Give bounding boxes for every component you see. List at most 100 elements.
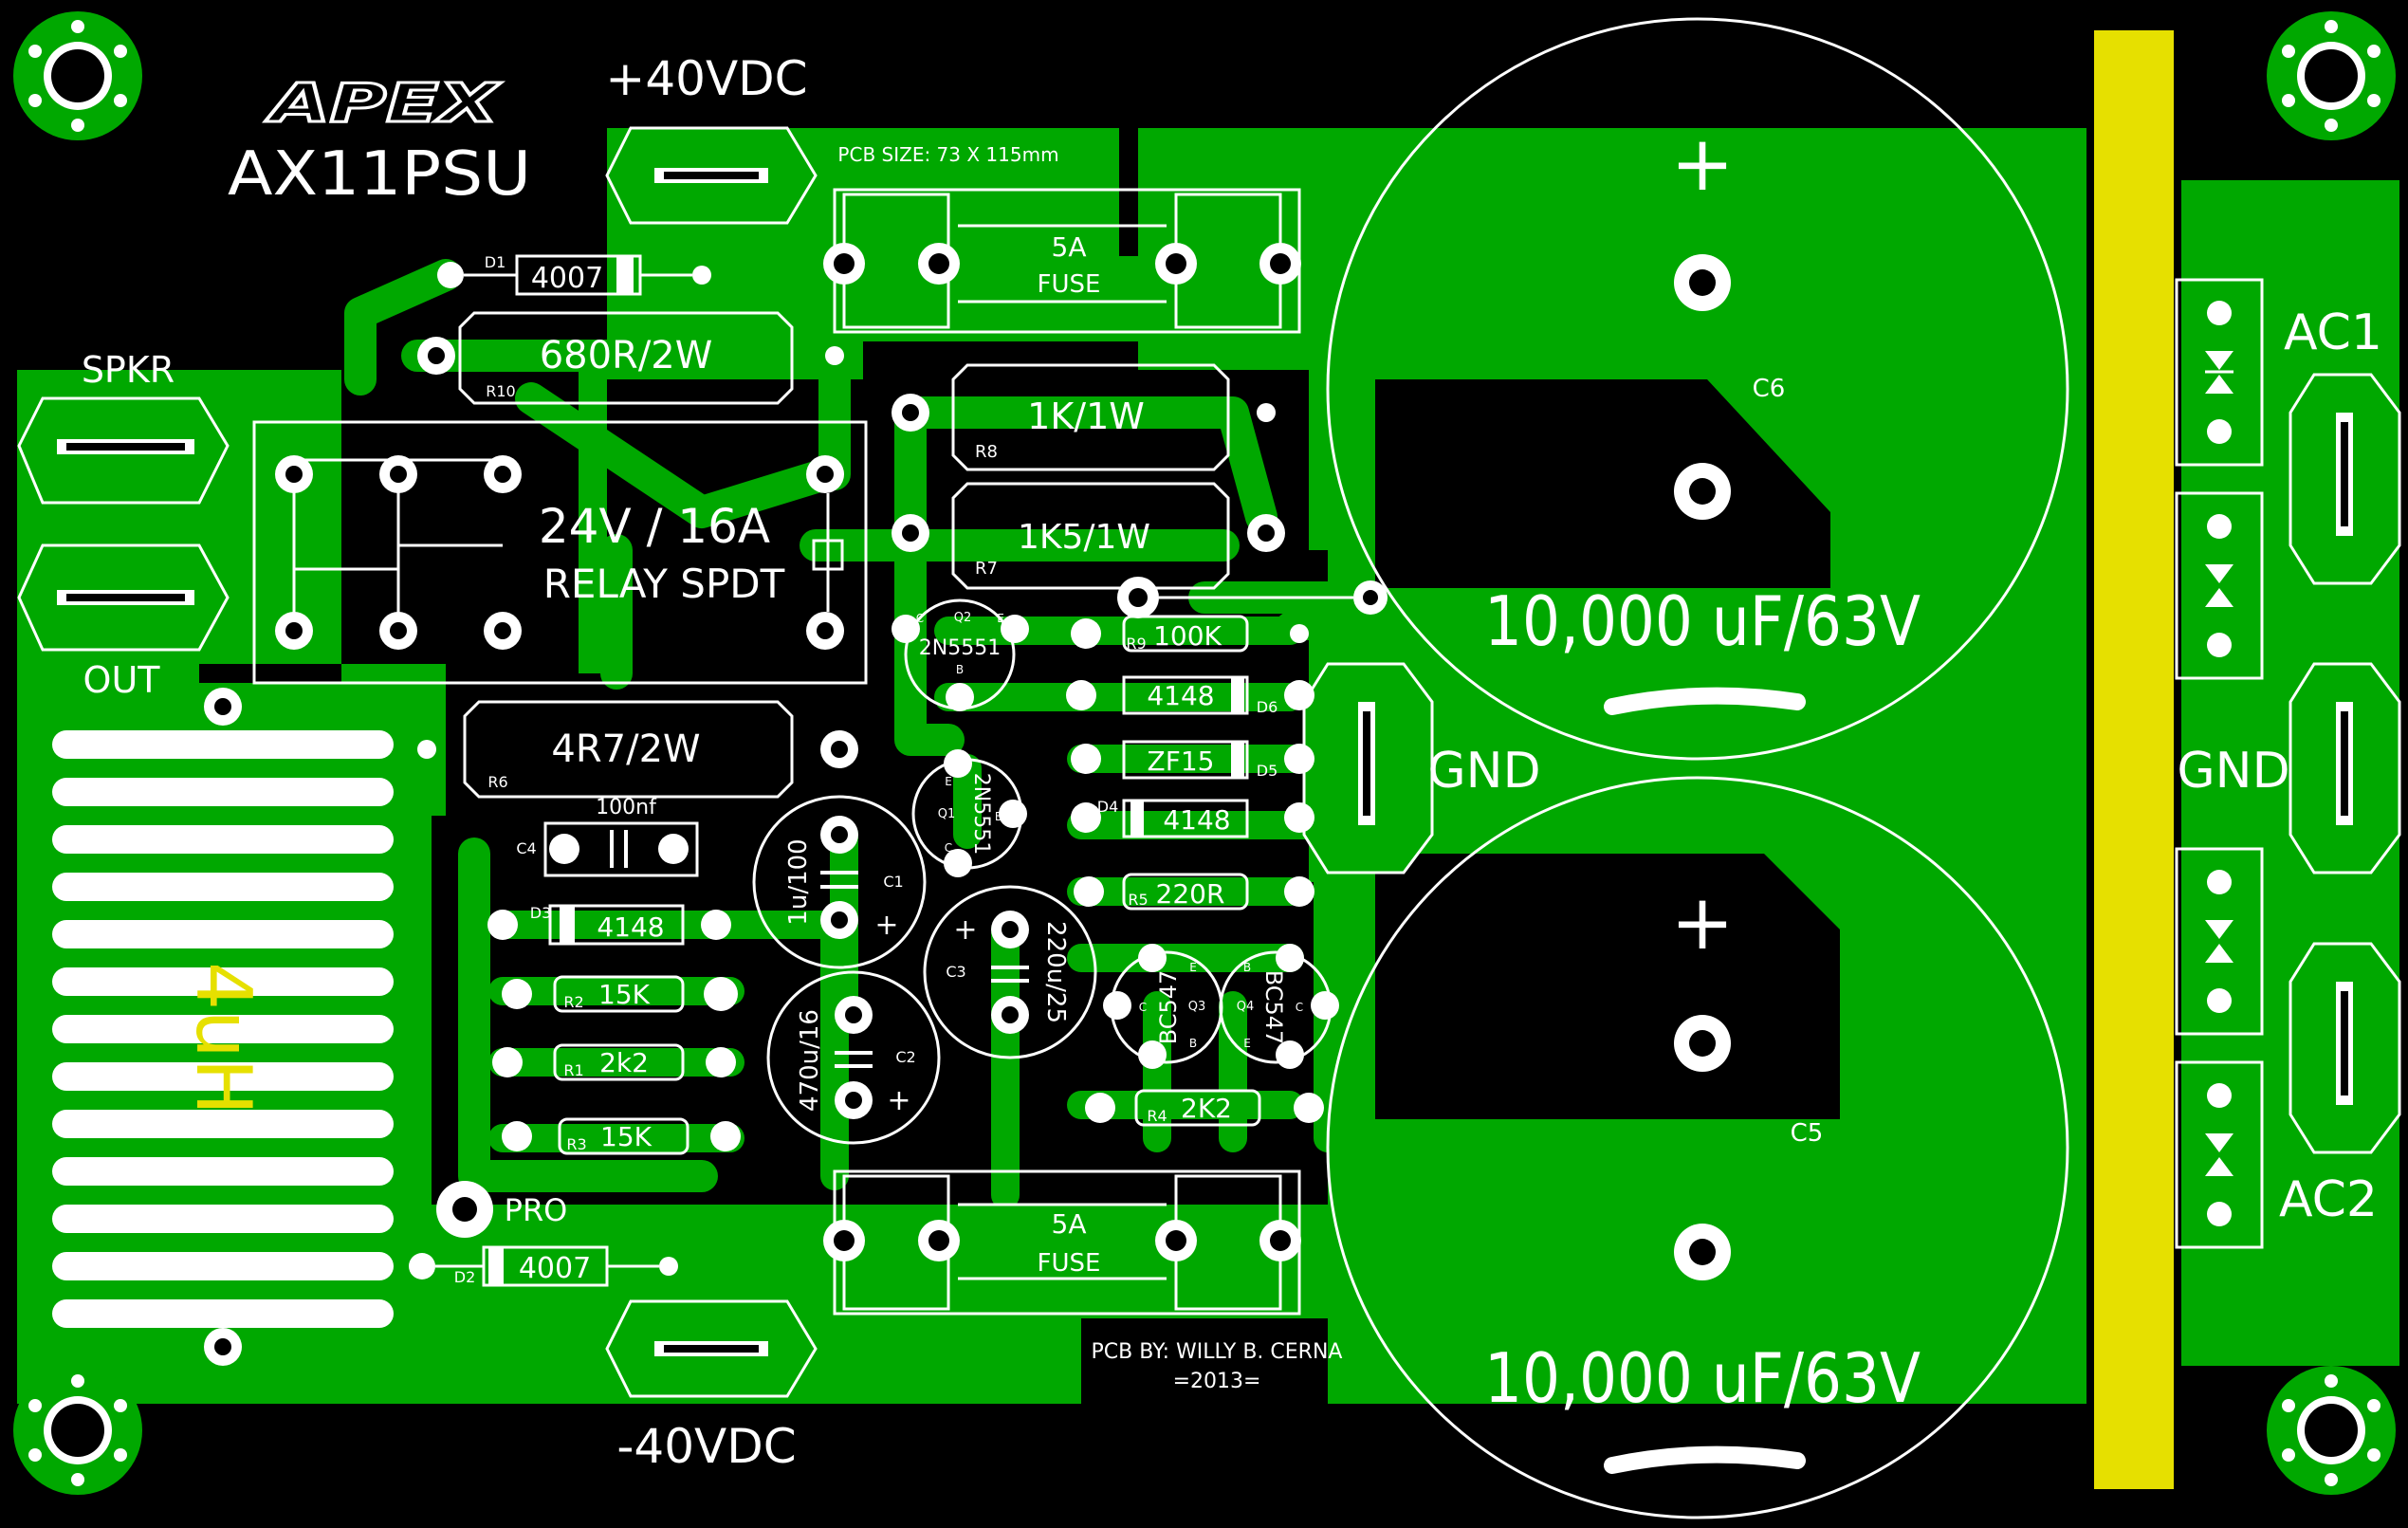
branding: APEX AX11PSU PCB BY: WILLY B. CERNA =201…	[228, 72, 1343, 1394]
c1-plus-sign: +	[874, 909, 898, 942]
r8-ref: R8	[975, 442, 998, 462]
pro-label: PRO	[505, 1192, 568, 1228]
q4-ref: Q4	[1237, 1000, 1255, 1014]
r5-ref: R5	[1128, 891, 1148, 909]
relay-type: RELAY SPDT	[543, 561, 785, 607]
d4-ref: D4	[1097, 798, 1119, 816]
electrolytic-caps: 1u/100 C1 + 470u/16 C2 + 220u/25 C3 +	[752, 795, 1097, 1145]
c2-ref: C2	[895, 1048, 915, 1066]
q3-pin-c: C	[1139, 1001, 1147, 1014]
transistors: 2N5551 Q2 C E B 2N5551 Q1 E B C BC547 Q3…	[892, 598, 1339, 1069]
fuse-bottom-value: 5A	[1052, 1208, 1087, 1240]
q3-value: BC547	[1155, 970, 1182, 1045]
c3-value: 220u/25	[1041, 921, 1070, 1023]
r5-value: 220R	[1156, 878, 1225, 910]
q3-ref: Q3	[1188, 1000, 1206, 1014]
relay: 24V / 16A RELAY SPDT	[252, 420, 868, 685]
d2-ref: D2	[454, 1268, 476, 1286]
r7-value: 1K5/1W	[1018, 518, 1150, 557]
r10-ref: R10	[486, 382, 515, 400]
c5-plus-sign: +	[1670, 878, 1734, 967]
inductor-value: 4uH	[179, 962, 267, 1115]
c4-value: 100nf	[596, 796, 657, 819]
r4-ref: R4	[1147, 1107, 1167, 1125]
c3-ref: C3	[946, 963, 965, 981]
mounting-hole-tl	[13, 11, 142, 140]
d3-value: 4148	[597, 911, 664, 943]
q1-pin-e: E	[945, 775, 952, 788]
r8-value: 1K/1W	[1027, 396, 1145, 437]
heatsink-bar	[2094, 30, 2174, 1489]
c5-ref: C5	[1791, 1119, 1824, 1148]
r9-value: 100K	[1153, 620, 1222, 652]
mounting-holes	[13, 11, 2396, 1495]
c6-plus-sign: +	[1670, 120, 1734, 208]
r9-ref: R9	[1126, 635, 1146, 653]
brand-logo: APEX	[265, 73, 502, 135]
out-label: OUT	[83, 659, 161, 701]
q2-value: 2N5551	[919, 636, 1001, 660]
d2-value: 4007	[519, 1252, 591, 1285]
fuse-bottom: 5A FUSE	[823, 1169, 1301, 1316]
d3-ref: D3	[530, 904, 552, 922]
ac1-label: AC1	[2284, 304, 2382, 361]
c1-value: 1u/100	[784, 838, 813, 925]
c2-plus-sign: +	[887, 1084, 910, 1117]
small-components: 4007 D1 680R/2W R10 1K/1W R8 1K5/1W R7 4…	[409, 253, 1388, 1287]
d4-value: 4148	[1163, 804, 1230, 836]
fuse-top: 5A FUSE PCB SIZE: 73 X 115mm	[823, 143, 1301, 334]
d6-ref: D6	[1257, 698, 1278, 716]
inductor-coil: 4uH	[52, 688, 394, 1366]
mounting-hole-bl	[13, 1366, 142, 1495]
c6-value: 10,000 uF/63V	[1484, 581, 1921, 661]
q4-pin-e: E	[1243, 1037, 1251, 1050]
q3-pin-e: E	[1189, 961, 1197, 974]
ac2-label: AC2	[2279, 1171, 2378, 1228]
r3-ref: R3	[566, 1135, 586, 1153]
pcb-credit: PCB BY: WILLY B. CERNA	[1092, 1340, 1343, 1364]
gnd-right-label: GND	[2177, 743, 2289, 800]
r6-value: 4R7/2W	[551, 727, 700, 771]
q1-ref: Q1	[938, 807, 956, 821]
q2-pin-b: B	[956, 663, 964, 676]
d5-value: ZF15	[1148, 746, 1215, 777]
capacitor-c5: + C5 10,000 uF/63V	[1326, 776, 2069, 1519]
d1-ref: D1	[485, 253, 506, 271]
r4-value: 2K2	[1181, 1093, 1232, 1124]
mounting-hole-br	[2267, 1366, 2396, 1495]
q1-value: 2N5551	[969, 773, 993, 855]
q2-pin-e: E	[997, 612, 1004, 625]
q2-ref: Q2	[954, 611, 972, 625]
fuse-bottom-label: FUSE	[1038, 1249, 1101, 1278]
relay-rating: 24V / 16A	[539, 499, 770, 554]
pos-supply-label: +40VDC	[605, 51, 807, 106]
bridge-diodes	[2175, 278, 2264, 1249]
r6-ref: R6	[487, 773, 507, 791]
traces	[344, 259, 1387, 1209]
c6-ref: C6	[1753, 375, 1786, 403]
spkr-label: SPKR	[82, 349, 175, 391]
model-name: AX11PSU	[228, 139, 531, 210]
q3-pin-b: B	[1189, 1037, 1197, 1050]
r7-ref: R7	[975, 559, 998, 579]
neg-supply-label: -40VDC	[616, 1419, 796, 1474]
q1-pin-c: C	[945, 841, 952, 855]
q1-pin-b: B	[995, 810, 1002, 823]
q4-pin-c: C	[1296, 1001, 1303, 1014]
r2-ref: R2	[563, 993, 583, 1011]
pcb-size-label: PCB SIZE: 73 X 115mm	[837, 143, 1058, 166]
gnd-left-label: GND	[1427, 743, 1540, 800]
d1-value: 4007	[531, 262, 603, 295]
d5-ref: D5	[1257, 762, 1278, 780]
c5-value: 10,000 uF/63V	[1484, 1338, 1921, 1418]
c4-ref: C4	[516, 839, 536, 857]
r10-value: 680R/2W	[540, 334, 713, 377]
q4-pin-b: B	[1243, 961, 1251, 974]
c1-ref: C1	[883, 873, 903, 891]
r1-ref: R1	[563, 1061, 583, 1079]
terminals: +40VDC -40VDC SPKR OUT GND GND AC1 AC2 P…	[17, 51, 2401, 1474]
r3-value: 15K	[600, 1121, 653, 1152]
r1-value: 2k2	[599, 1047, 649, 1078]
pcb-year: =2013=	[1173, 1370, 1261, 1393]
